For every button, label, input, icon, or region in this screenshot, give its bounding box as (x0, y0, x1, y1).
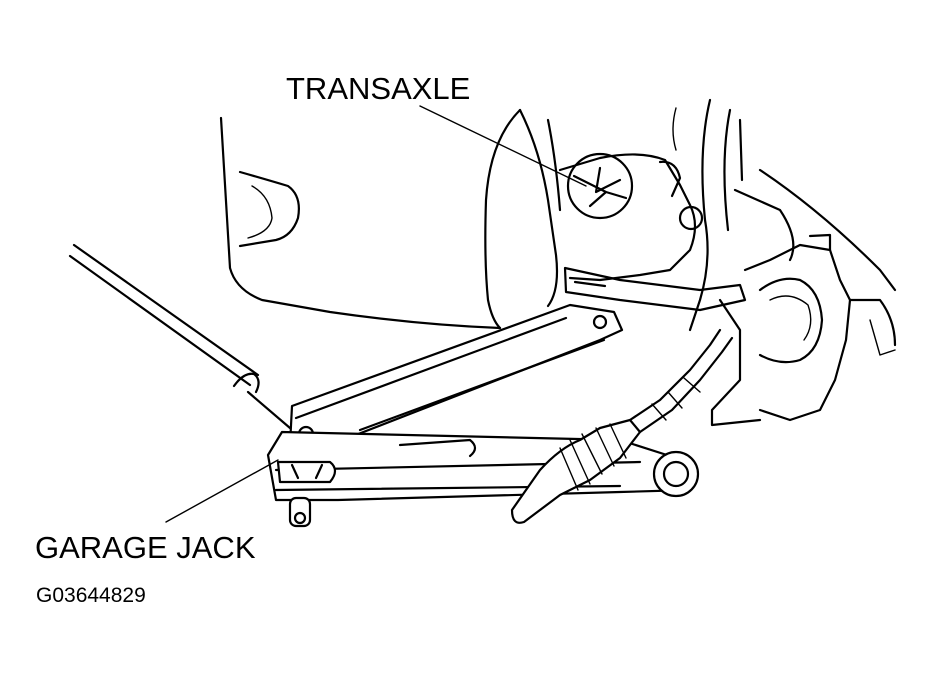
engine-block-drawing (219, 108, 562, 330)
transaxle-drawing (558, 98, 897, 332)
jack-handle-drawing (68, 243, 292, 430)
hub-caliper-drawing (710, 233, 897, 427)
garage-jack-label: GARAGE JACK (35, 530, 256, 565)
jack-saddle-drawing (563, 266, 747, 312)
transaxle-label: TRANSAXLE (286, 71, 471, 106)
jack-base-drawing (266, 430, 700, 528)
figure-id-label: G03644829 (36, 584, 146, 607)
garage-jack-leader-line (165, 459, 279, 523)
transaxle-leader-line (419, 105, 587, 187)
drive-shaft-boot-drawing (510, 328, 734, 524)
